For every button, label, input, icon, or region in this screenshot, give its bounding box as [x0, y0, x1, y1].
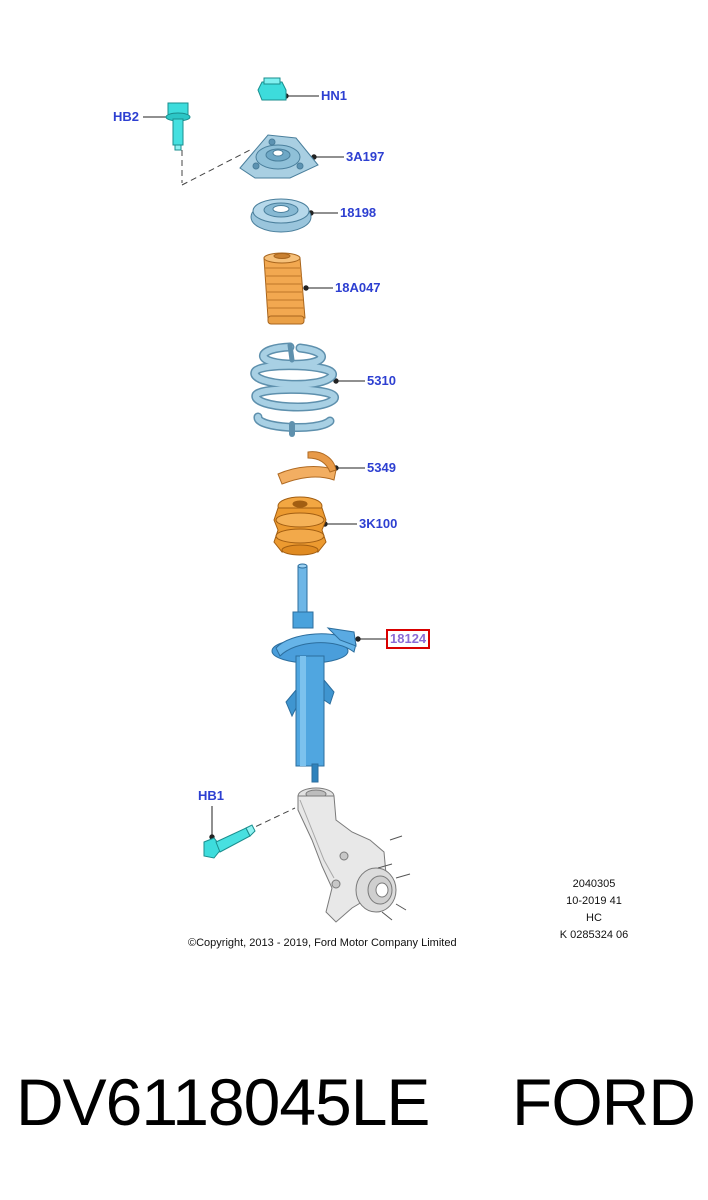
spring-isolator-5349 [277, 451, 337, 485]
bolt-hb1 [203, 824, 256, 859]
bump-stop-3k100 [273, 496, 327, 556]
footer-part-number: DV6118045LE [16, 1065, 430, 1139]
coil-spring-5310 [250, 342, 339, 437]
footer-brand: FORD [512, 1065, 696, 1139]
bolt-hb2 [165, 102, 191, 151]
steering-knuckle [297, 787, 411, 923]
exploded-view-diagram [143, 77, 411, 923]
callout-hb1[interactable]: HB1 [198, 788, 225, 803]
diagram-info-block: 2040305 10-2019 41 HC K 0285324 06 [534, 876, 654, 944]
callout-5310[interactable]: 5310 [367, 373, 396, 388]
callout-18a047[interactable]: 18A047 [335, 280, 381, 295]
diagram-reference: K 0285324 06 [559, 929, 629, 941]
callout-3k100[interactable]: 3K100 [359, 516, 398, 531]
diagram-number: 2040305 [572, 878, 616, 890]
callout-hb2[interactable]: HB2 [113, 109, 140, 124]
callout-18198[interactable]: 18198 [340, 205, 377, 220]
diagram-code: HC [586, 912, 602, 924]
top-mount-3a197 [239, 134, 319, 179]
callout-18124-highlighted[interactable]: 18124 [386, 629, 431, 649]
callout-3a197[interactable]: 3A197 [346, 149, 385, 164]
callout-5349[interactable]: 5349 [367, 460, 396, 475]
callout-hn1[interactable]: HN1 [321, 88, 348, 103]
bearing-18198 [250, 198, 312, 233]
diagram-date: 10-2019 41 [566, 895, 622, 907]
strut-18124 [271, 563, 357, 783]
copyright-notice: ©Copyright, 2013 - 2019, Ford Motor Comp… [188, 937, 457, 949]
nut-hn1 [257, 77, 287, 101]
dust-boot-18a047 [263, 252, 306, 325]
